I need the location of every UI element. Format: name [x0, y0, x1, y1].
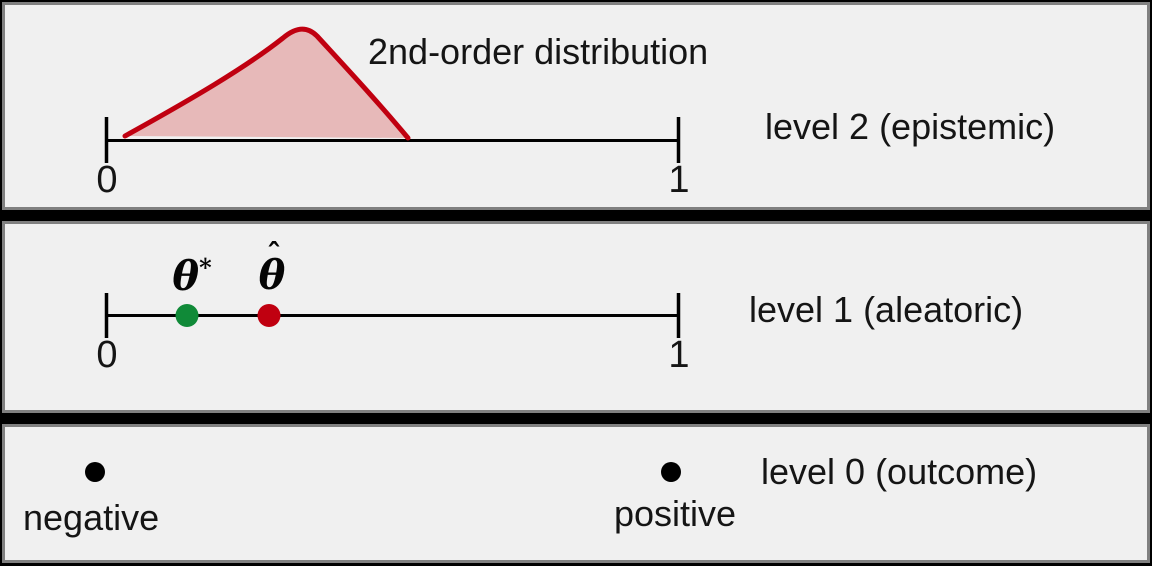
theta-hat-accent: ˆ [266, 238, 282, 273]
panel-level-2-label: level 2 (epistemic) [765, 106, 1056, 147]
negative-outcome-label: negative [23, 497, 160, 538]
axis-tick-label-0-level2: 0 [96, 159, 118, 201]
axis-tick-label-0-level1: 0 [96, 334, 118, 376]
axis-tick-label-1-level2: 1 [668, 159, 690, 201]
second-order-distribution-annotation: 2nd-order distribution [368, 31, 709, 72]
theta-hat-label: θ [259, 256, 286, 296]
panel-level-0 [2, 424, 1150, 563]
axis-tick-label-1-level1: 1 [668, 334, 690, 376]
theta-star-symbol: θ [172, 253, 200, 300]
theta-star-label: θ* [172, 256, 211, 297]
positive-outcome-label: positive [614, 493, 737, 534]
panel-level-1-label: level 1 (aleatoric) [749, 289, 1024, 330]
theta-hat-symbol: θ [258, 252, 286, 299]
theta-star-superscript: * [199, 253, 212, 282]
panel-level-0-label: level 0 (outcome) [761, 451, 1038, 492]
